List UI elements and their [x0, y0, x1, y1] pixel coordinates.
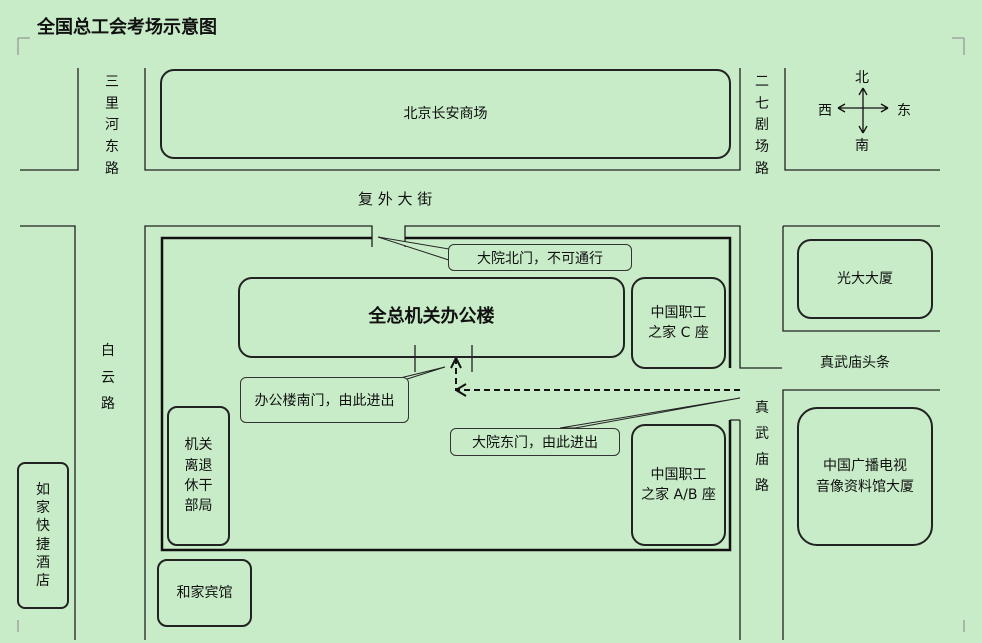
compass-north: 北 — [855, 70, 869, 86]
compass-west: 西 — [818, 103, 832, 119]
page-title: 全国总工会考场示意图 — [37, 17, 217, 38]
road-zhenwumiao: 真 武 庙 路 — [755, 400, 769, 494]
callout-east-gate: 大院东门，由此进出 — [450, 428, 620, 456]
building-hejia-hotel: 和家宾馆 — [157, 559, 252, 627]
callout-south-door: 办公楼南门，由此进出 — [240, 377, 409, 423]
road-erqi: 二 七 剧 场 路 — [755, 74, 769, 177]
building-c-zuo: 中国职工 之家 C 座 — [631, 277, 726, 369]
building-guangda: 光大大厦 — [797, 239, 933, 319]
road-toutiao: 真武庙头条 — [820, 355, 890, 371]
road-fuwai: 复 外 大 街 — [358, 190, 433, 208]
building-retire-bureau: 机关 离退 休干 部局 — [167, 406, 230, 546]
compass-south: 南 — [855, 138, 869, 154]
road-sanlihe: 三 里 河 东 路 — [105, 74, 119, 177]
compass-east: 东 — [897, 103, 911, 119]
compass-arrows — [837, 87, 889, 134]
road-baiyun: 白 云 路 — [101, 343, 115, 413]
building-ab-zuo: 中国职工 之家 A/B 座 — [631, 424, 726, 546]
building-radio-archive: 中国广播电视 音像资料馆大厦 — [797, 407, 933, 546]
building-changan: 北京长安商场 — [160, 69, 731, 159]
building-main-office: 全总机关办公楼 — [238, 277, 625, 358]
building-rujia-hotel: 如 家 快 捷 酒 店 — [17, 462, 69, 609]
callout-north-gate: 大院北门，不可通行 — [448, 244, 632, 271]
